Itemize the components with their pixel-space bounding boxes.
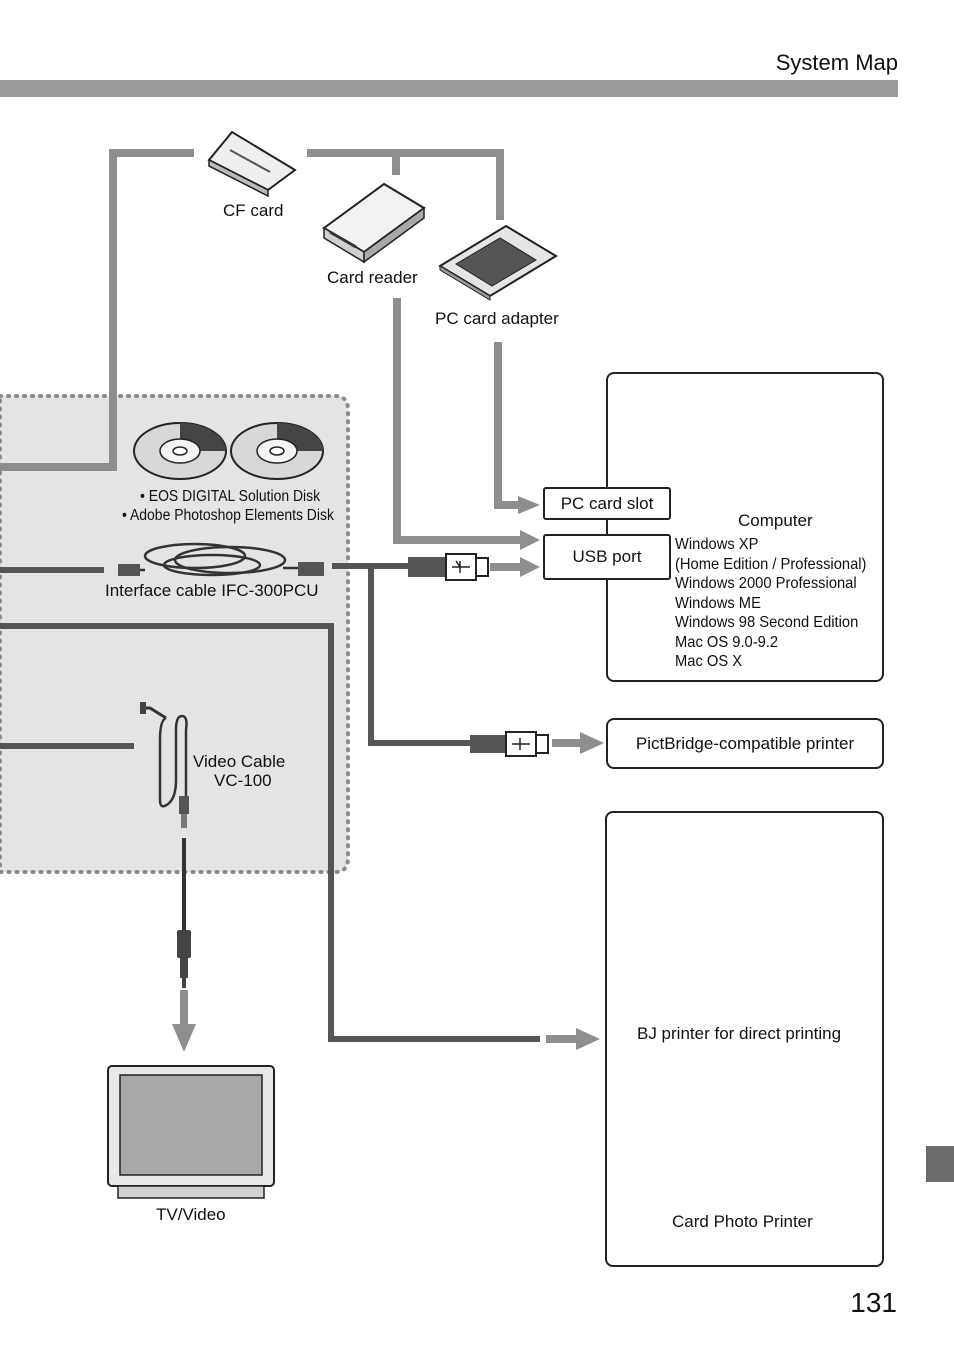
media-connectors <box>0 149 522 544</box>
tv-label: TV/Video <box>156 1205 226 1224</box>
cable-plug-left <box>118 564 140 576</box>
os-item: (Home Edition / Professional) <box>675 555 867 573</box>
os-list: Windows XP (Home Edition / Professional)… <box>675 535 883 672</box>
direct-printers-box <box>605 811 884 1267</box>
rca-plug-icon <box>177 930 191 988</box>
usb-port: USB port <box>543 534 671 580</box>
os-item: Mac OS X <box>675 653 743 670</box>
page-title: System Map <box>775 50 898 75</box>
cable-lines <box>0 563 540 1042</box>
os-item: Windows XP <box>675 536 759 553</box>
os-item: Mac OS 9.0-9.2 <box>675 633 779 651</box>
card-photo-printer-label: Card Photo Printer <box>672 1212 813 1231</box>
port-arrows <box>518 496 540 577</box>
disk-icon-1 <box>133 422 227 480</box>
cf-card-label: CF card <box>223 201 284 220</box>
pc-card-adapter-icon <box>438 224 558 301</box>
interface-cable-label: Interface cable IFC-300PCU <box>105 581 319 600</box>
video-cable-icon <box>140 702 189 828</box>
side-tab <box>926 1146 954 1182</box>
kit-panel <box>0 394 350 874</box>
computer-box <box>606 372 884 682</box>
os-item: Windows 98 Second Edition <box>675 614 859 631</box>
os-item: Windows 2000 Professional <box>675 575 857 592</box>
tv-icon <box>107 1065 275 1199</box>
card-reader-label: Card reader <box>327 268 418 287</box>
computer-label: Computer <box>738 511 813 530</box>
os-item: Windows ME <box>675 594 761 612</box>
disk-label-2: • Adobe Photoshop Elements Disk <box>122 507 334 524</box>
bj-printer-label: BJ printer for direct printing <box>637 1024 842 1043</box>
card-reader-icon <box>322 182 426 264</box>
video-cable-label: Video Cable <box>193 752 286 771</box>
disk-label-1: • EOS DIGITAL Solution Disk <box>140 488 321 505</box>
usb-plug-icon-printer <box>470 731 549 757</box>
interface-cable-icon <box>125 542 300 577</box>
pictbridge-printer-box: PictBridge-compatible printer <box>606 718 884 769</box>
usb-plug-icon-computer <box>408 553 489 581</box>
disk-icon-2 <box>230 422 324 480</box>
page-number: 131 <box>850 1287 897 1318</box>
cf-card-icon <box>207 130 297 198</box>
header-bar <box>0 80 898 97</box>
pc-card-adapter-label: PC card adapter <box>435 309 559 328</box>
pc-card-slot: PC card slot <box>543 487 671 520</box>
cable-plug-right <box>298 562 324 576</box>
pictbridge-printer-label: PictBridge-compatible printer <box>635 733 855 753</box>
short-arrows <box>172 563 604 1052</box>
video-cable-model: VC-100 <box>214 771 272 790</box>
